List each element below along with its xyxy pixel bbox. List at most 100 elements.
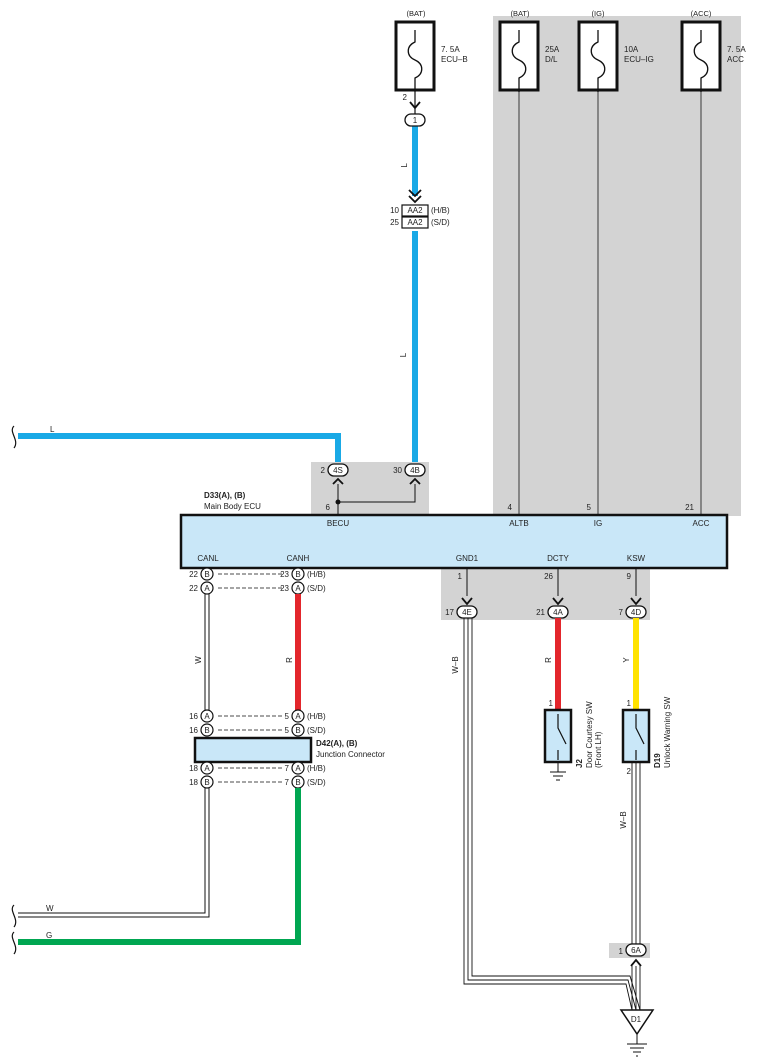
svg-text:7: 7 bbox=[285, 778, 290, 787]
svg-text:(S/D): (S/D) bbox=[307, 726, 326, 735]
svg-text:4E: 4E bbox=[462, 608, 472, 617]
svg-text:7: 7 bbox=[285, 764, 290, 773]
svg-text:(H/B): (H/B) bbox=[307, 570, 326, 579]
svg-text:D42(A), (B): D42(A), (B) bbox=[316, 739, 358, 748]
fuse-amp: 10A bbox=[624, 45, 639, 54]
svg-text:23: 23 bbox=[280, 570, 289, 579]
connector-4s: 2 4S bbox=[321, 463, 349, 485]
fuse-icon bbox=[590, 30, 606, 92]
fuse-source-label: (IG) bbox=[592, 9, 605, 18]
svg-text:Unlock Warning SW: Unlock Warning SW bbox=[663, 696, 672, 768]
terminal-altb: ALTB bbox=[509, 519, 528, 528]
svg-text:(H/B): (H/B) bbox=[307, 764, 326, 773]
wire-green bbox=[18, 788, 301, 945]
wire-blue-left bbox=[18, 433, 341, 462]
fuse-amp: 7. 5A bbox=[441, 45, 460, 54]
svg-text:1: 1 bbox=[619, 947, 624, 956]
svg-text:(Front LH): (Front LH) bbox=[594, 731, 603, 768]
double-chevron-icon bbox=[408, 189, 422, 204]
svg-text:10: 10 bbox=[390, 206, 399, 215]
fuse-name: ECU–IG bbox=[624, 55, 654, 64]
connector-4d: 7 4D bbox=[619, 605, 647, 619]
arrow-icon bbox=[409, 101, 421, 110]
wire-color-label: L bbox=[399, 352, 408, 357]
svg-text:(S/D): (S/D) bbox=[307, 584, 326, 593]
svg-text:18: 18 bbox=[189, 778, 198, 787]
pin-label: 2 bbox=[403, 93, 408, 102]
svg-text:AA2: AA2 bbox=[407, 206, 423, 215]
svg-text:B: B bbox=[295, 570, 300, 579]
svg-text:21: 21 bbox=[536, 608, 545, 617]
fuse-amp: 25A bbox=[545, 45, 560, 54]
svg-text:Junction Connector: Junction Connector bbox=[316, 750, 385, 759]
svg-text:4S: 4S bbox=[333, 466, 343, 475]
svg-text:22: 22 bbox=[189, 570, 198, 579]
connector-1: 1 bbox=[404, 113, 426, 127]
svg-text:16: 16 bbox=[189, 712, 198, 721]
splice-dot bbox=[335, 499, 341, 505]
can-connector-top: 22 B 23 B (H/B) 22 A 23 A (S/D) bbox=[189, 567, 326, 595]
fuse-acc: (ACC) 7. 5A ACC bbox=[680, 9, 746, 92]
svg-text:A: A bbox=[295, 584, 301, 593]
wire-color-label: W–B bbox=[619, 811, 628, 828]
pin-label: 9 bbox=[627, 572, 632, 581]
svg-text:30: 30 bbox=[393, 466, 402, 475]
svg-text:16: 16 bbox=[189, 726, 198, 735]
wire-wb-d19 bbox=[631, 762, 641, 945]
svg-text:23: 23 bbox=[280, 584, 289, 593]
svg-text:17: 17 bbox=[445, 608, 454, 617]
wire-w-lower bbox=[18, 788, 210, 918]
svg-text:A: A bbox=[204, 712, 210, 721]
fuse-icon bbox=[693, 30, 709, 92]
svg-text:4D: 4D bbox=[631, 608, 641, 617]
svg-text:18: 18 bbox=[189, 764, 198, 773]
fuse-ecu-b: (BAT) 7. 5A ECU–B bbox=[394, 9, 468, 92]
wire-wb-6a bbox=[631, 966, 641, 1010]
svg-text:Door Courtesy SW: Door Courtesy SW bbox=[585, 701, 594, 768]
switch-icon bbox=[635, 714, 645, 760]
junction-connector: 16 A 5 A (H/B) 16 B 5 B (S/D) D42(A), (B… bbox=[189, 709, 385, 789]
ground-icon bbox=[627, 1043, 647, 1057]
terminal-acc: ACC bbox=[693, 519, 710, 528]
svg-text:1: 1 bbox=[627, 699, 632, 708]
connector-aa2: AA2 AA2 10 25 (H/B) (S/D) bbox=[390, 204, 450, 229]
svg-text:J2: J2 bbox=[575, 759, 584, 768]
connector-4b: 30 4B bbox=[393, 463, 426, 485]
wire-color-label: G bbox=[46, 931, 52, 940]
wire-color-label: L bbox=[50, 425, 55, 434]
svg-text:2: 2 bbox=[627, 767, 632, 776]
grey-panel-power bbox=[493, 16, 741, 516]
svg-text:D19: D19 bbox=[653, 753, 662, 768]
ecu-name: Main Body ECU bbox=[204, 502, 261, 511]
svg-text:5: 5 bbox=[285, 712, 290, 721]
pin-label: 21 bbox=[685, 503, 694, 512]
terminal-canl: CANL bbox=[197, 554, 219, 563]
svg-text:B: B bbox=[204, 570, 209, 579]
svg-text:B: B bbox=[295, 778, 300, 787]
svg-text:AA2: AA2 bbox=[407, 218, 423, 227]
wire-color-label: W bbox=[46, 904, 54, 913]
fuse-ecu-ig: (IG) 10A ECU–IG bbox=[577, 9, 654, 92]
svg-text:22: 22 bbox=[189, 584, 198, 593]
fuse-source-label: (BAT) bbox=[510, 9, 530, 18]
svg-text:(S/D): (S/D) bbox=[307, 778, 326, 787]
wire-color-label: Y bbox=[622, 657, 631, 663]
svg-text:A: A bbox=[204, 584, 210, 593]
pin-label: 4 bbox=[508, 503, 513, 512]
connector-4a: 21 4A bbox=[536, 605, 569, 619]
svg-text:A: A bbox=[204, 764, 210, 773]
svg-text:B: B bbox=[295, 726, 300, 735]
fuse-amp: 7. 5A bbox=[727, 45, 746, 54]
ground-icon bbox=[550, 771, 566, 781]
fuse-source-label: (BAT) bbox=[406, 9, 426, 18]
svg-text:A: A bbox=[295, 764, 301, 773]
svg-text:25: 25 bbox=[390, 218, 399, 227]
wire-color-label: L bbox=[400, 162, 409, 167]
fuse-source-label: (ACC) bbox=[691, 9, 712, 18]
svg-text:1: 1 bbox=[413, 116, 418, 125]
wire-break-icon bbox=[11, 904, 17, 928]
svg-text:1: 1 bbox=[549, 699, 554, 708]
pin-label: 26 bbox=[544, 572, 553, 581]
svg-text:B: B bbox=[204, 726, 209, 735]
ground-triangle-icon bbox=[619, 1009, 655, 1036]
